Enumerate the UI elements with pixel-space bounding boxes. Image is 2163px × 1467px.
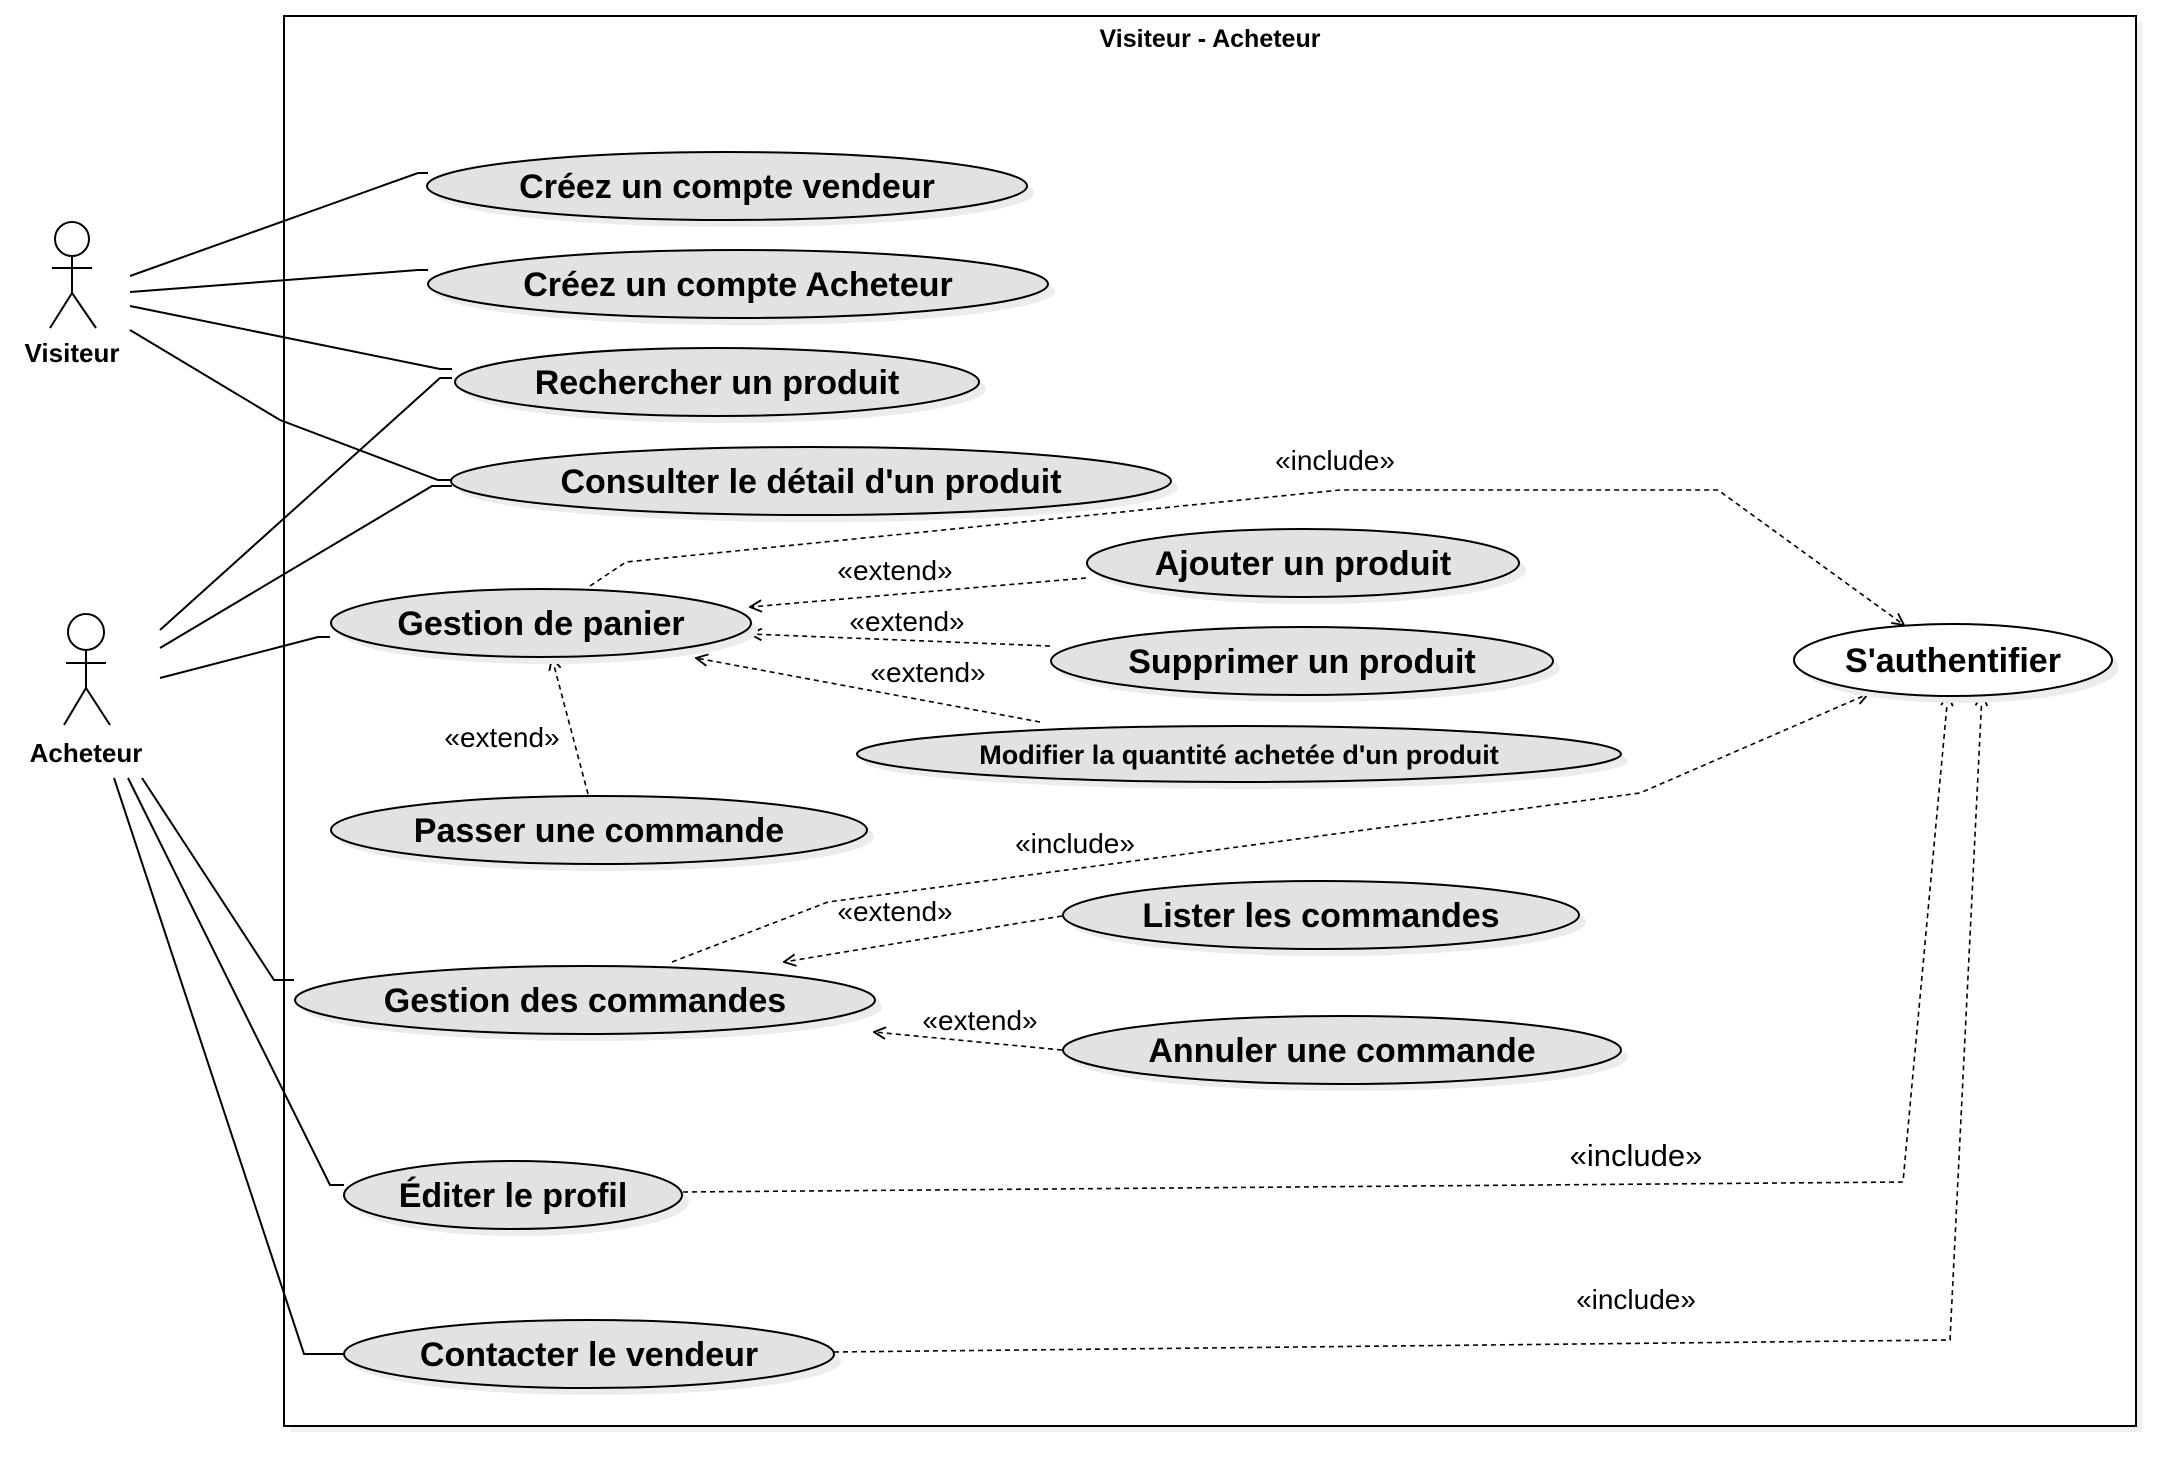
use-case-passer-commande-label: Passer une commande (414, 812, 784, 850)
use-case-consulter[interactable]: Consulter le détail d'un produit (450, 446, 1178, 522)
extend-lister-label: «extend» (837, 896, 952, 927)
assoc-visiteur-creer-vendeur (129, 172, 428, 277)
extend-annuler-commandes (874, 1032, 1063, 1051)
extend-modifier-panier (696, 658, 1041, 723)
actor-acheteur-label: Acheteur (30, 738, 143, 768)
actor-visiteur-label: Visiteur (25, 338, 120, 368)
use-case-creer-vendeur-label: Créez un compte vendeur (519, 168, 935, 206)
use-case-consulter-label: Consulter le détail d'un produit (560, 463, 1061, 501)
use-case-creer-vendeur[interactable]: Créez un compte vendeur (426, 151, 1034, 227)
use-case-creer-acheteur[interactable]: Créez un compte Acheteur (427, 249, 1055, 325)
include-profil-label: «include» (1570, 1138, 1703, 1173)
use-case-rechercher-label: Rechercher un produit (535, 364, 900, 402)
extend-passer-label: «extend» (444, 722, 559, 753)
assoc-acheteur-panier (159, 636, 330, 679)
assoc-acheteur-commandes (141, 777, 294, 981)
use-case-passer-commande[interactable]: Passer une commande (330, 795, 874, 871)
extend-ajouter-panier (750, 577, 1087, 607)
include-commandes-label: «include» (1015, 828, 1135, 859)
assoc-visiteur-creer-acheteur (129, 269, 428, 293)
use-case-ajouter-label: Ajouter un produit (1155, 545, 1452, 583)
use-case-ajouter[interactable]: Ajouter un produit (1086, 528, 1526, 604)
assoc-acheteur-rechercher (159, 377, 452, 631)
extend-supprimer-label: «extend» (849, 606, 964, 637)
associations (113, 172, 452, 1355)
use-case-annuler-commande[interactable]: Annuler une commande (1062, 1015, 1628, 1091)
use-case-gestion-commandes-label: Gestion des commandes (384, 982, 786, 1020)
assoc-acheteur-contacter (113, 777, 344, 1355)
extend-modifier-label: «extend» (870, 657, 985, 688)
use-case-panier-label: Gestion de panier (397, 605, 684, 643)
include-contacter-authentifier (833, 694, 1982, 1353)
use-case-lister-commandes-label: Lister les commandes (1142, 897, 1499, 935)
use-case-contacter-vendeur[interactable]: Contacter le vendeur (343, 1319, 841, 1395)
actor-visiteur[interactable]: Visiteur (25, 221, 120, 368)
use-case-supprimer[interactable]: Supprimer un produit (1050, 626, 1560, 702)
dependencies: «include» «extend» «extend» «extend» «ex… (444, 445, 1982, 1353)
extend-passer-panier (552, 658, 589, 795)
use-case-modifier-quantite-label: Modifier la quantité achetée d'un produi… (979, 740, 1498, 770)
use-case-supprimer-label: Supprimer un produit (1128, 643, 1476, 681)
actor-acheteur[interactable]: Acheteur (30, 613, 143, 768)
assoc-acheteur-consulter (159, 485, 452, 649)
assoc-acheteur-profil (127, 777, 344, 1186)
use-case-modifier-quantite[interactable]: Modifier la quantité achetée d'un produi… (856, 725, 1628, 789)
use-case-authentifier-label: S'authentifier (1845, 642, 2061, 680)
use-case-editer-profil-label: Éditer le profil (399, 1177, 628, 1215)
include-contacter-label: «include» (1576, 1284, 1696, 1315)
use-case-editer-profil[interactable]: Éditer le profil (343, 1160, 689, 1236)
use-case-lister-commandes[interactable]: Lister les commandes (1062, 880, 1586, 956)
include-panier-label: «include» (1275, 445, 1395, 476)
use-case-authentifier[interactable]: S'authentifier (1793, 623, 2119, 703)
include-panier-authentifier (589, 489, 1904, 625)
use-case-gestion-commandes[interactable]: Gestion des commandes (294, 965, 882, 1041)
use-case-rechercher[interactable]: Rechercher un produit (454, 347, 986, 423)
use-case-creer-acheteur-label: Créez un compte Acheteur (523, 266, 953, 304)
use-case-annuler-commande-label: Annuler une commande (1148, 1032, 1535, 1070)
system-title: Visiteur - Acheteur (1100, 25, 1321, 53)
include-commandes-authentifier (671, 694, 1868, 963)
use-case-contacter-vendeur-label: Contacter le vendeur (420, 1336, 758, 1374)
extend-lister-commandes (784, 915, 1063, 962)
include-profil-authentifier (682, 694, 1948, 1193)
use-case-panier[interactable]: Gestion de panier (330, 588, 758, 664)
assoc-visiteur-rechercher (129, 305, 452, 370)
extend-annuler-label: «extend» (922, 1005, 1037, 1036)
extend-ajouter-label: «extend» (837, 555, 952, 586)
